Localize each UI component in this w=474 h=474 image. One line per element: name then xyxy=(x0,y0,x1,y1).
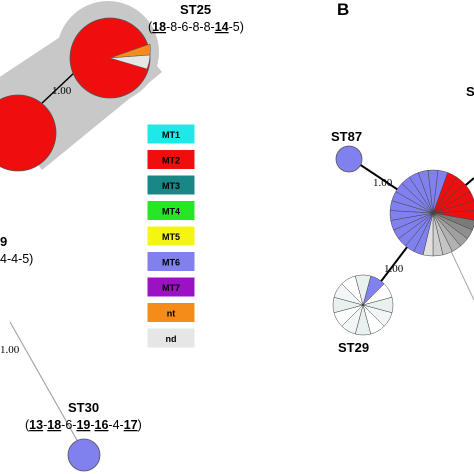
central-slice-mt2 xyxy=(432,191,474,214)
st30-profile-part: 19 xyxy=(76,418,90,432)
central-slice-mt2 xyxy=(432,210,474,221)
st25-profile-part: 18 xyxy=(152,20,166,34)
st29-name: ST29 xyxy=(338,340,369,355)
st30-profile: (13-18-6-19-16-4-17) xyxy=(25,418,142,432)
pie-node-left xyxy=(0,94,57,172)
top-right-partial-label: S xyxy=(466,84,474,99)
panel-b: 1.00 1.00 ST87 ST29 S xyxy=(331,84,474,355)
st25-profile-part: -5) xyxy=(229,20,244,34)
pie-node-st30 xyxy=(67,438,101,472)
panel-a: 1.00 ST25 (18-8-6-8-8-14-5) 9 4-4-5) 1.0… xyxy=(0,1,244,472)
legend-swatch-mt3 xyxy=(146,174,196,196)
legend-label-mt4: MT4 xyxy=(162,207,180,217)
legend-swatch-nt xyxy=(146,302,196,323)
st30-profile-part: - xyxy=(90,418,94,432)
legend-swatch-mt1 xyxy=(146,123,196,145)
legend-label-mt1: MT1 xyxy=(162,130,180,140)
st30-profile-part: -4- xyxy=(108,418,123,432)
legend-swatch-mt4 xyxy=(146,200,196,221)
pie-node-central xyxy=(389,169,474,257)
legend-label-nt: nt xyxy=(167,309,176,319)
st25-profile-part: 14 xyxy=(215,20,229,34)
link-weight-label: 1.00 xyxy=(52,85,72,97)
pie-slice-nd xyxy=(109,54,151,70)
st25-profile-part: ( xyxy=(148,20,153,34)
link-weight-lower: 1.00 xyxy=(384,263,404,275)
pie-node-st25 xyxy=(69,17,151,99)
legend-label-mt3: MT3 xyxy=(162,181,180,191)
st25-name: ST25 xyxy=(180,2,211,17)
pie-node-st29 xyxy=(332,274,394,336)
st30-profile-part: ) xyxy=(138,418,142,432)
legend-swatch-mt5 xyxy=(146,225,196,247)
st30-profile-part: 18 xyxy=(47,418,61,432)
legend-label-mt2: MT2 xyxy=(162,156,180,166)
link-weight-upper: 1.00 xyxy=(373,177,393,189)
legend-swatch-mt7 xyxy=(146,276,196,298)
pie-node-st87 xyxy=(335,145,363,173)
st30-profile-part: 13 xyxy=(29,418,43,432)
lower-link-weight: 1.00 xyxy=(0,344,20,356)
link-st25-left xyxy=(39,71,76,106)
legend-label-mt6: MT6 xyxy=(162,258,180,268)
legend-label-nd: nd xyxy=(166,334,177,344)
left-node-profile-partial: 4-4-5) xyxy=(0,252,33,266)
central-slice-mt6 xyxy=(432,170,449,214)
legend-swatch-nd xyxy=(146,327,196,349)
st25-profile-part: -8-6-8-8- xyxy=(166,20,215,34)
st25-profile: (18-8-6-8-8-14-5) xyxy=(148,20,244,34)
st30-profile-part: ( xyxy=(25,418,30,432)
st29-slice xyxy=(354,274,372,306)
st30-profile-part: 16 xyxy=(95,418,109,432)
st30-profile-part: 17 xyxy=(124,418,138,432)
link-lower-to-st30 xyxy=(9,321,83,450)
left-node-name-partial: 9 xyxy=(0,234,7,249)
st30-profile-part: -6- xyxy=(61,418,76,432)
panel-b-label: B xyxy=(337,0,349,19)
legend-swatch-mt6 xyxy=(146,251,196,272)
legend-label-mt7: MT7 xyxy=(162,283,180,293)
st87-name: ST87 xyxy=(331,129,362,144)
st30-profile-part: - xyxy=(43,418,47,432)
st30-name: ST30 xyxy=(68,400,99,415)
central-slice-mt2 xyxy=(432,200,474,214)
legend-label-mt5: MT5 xyxy=(162,232,180,242)
legend-swatch-mt2 xyxy=(146,149,196,170)
